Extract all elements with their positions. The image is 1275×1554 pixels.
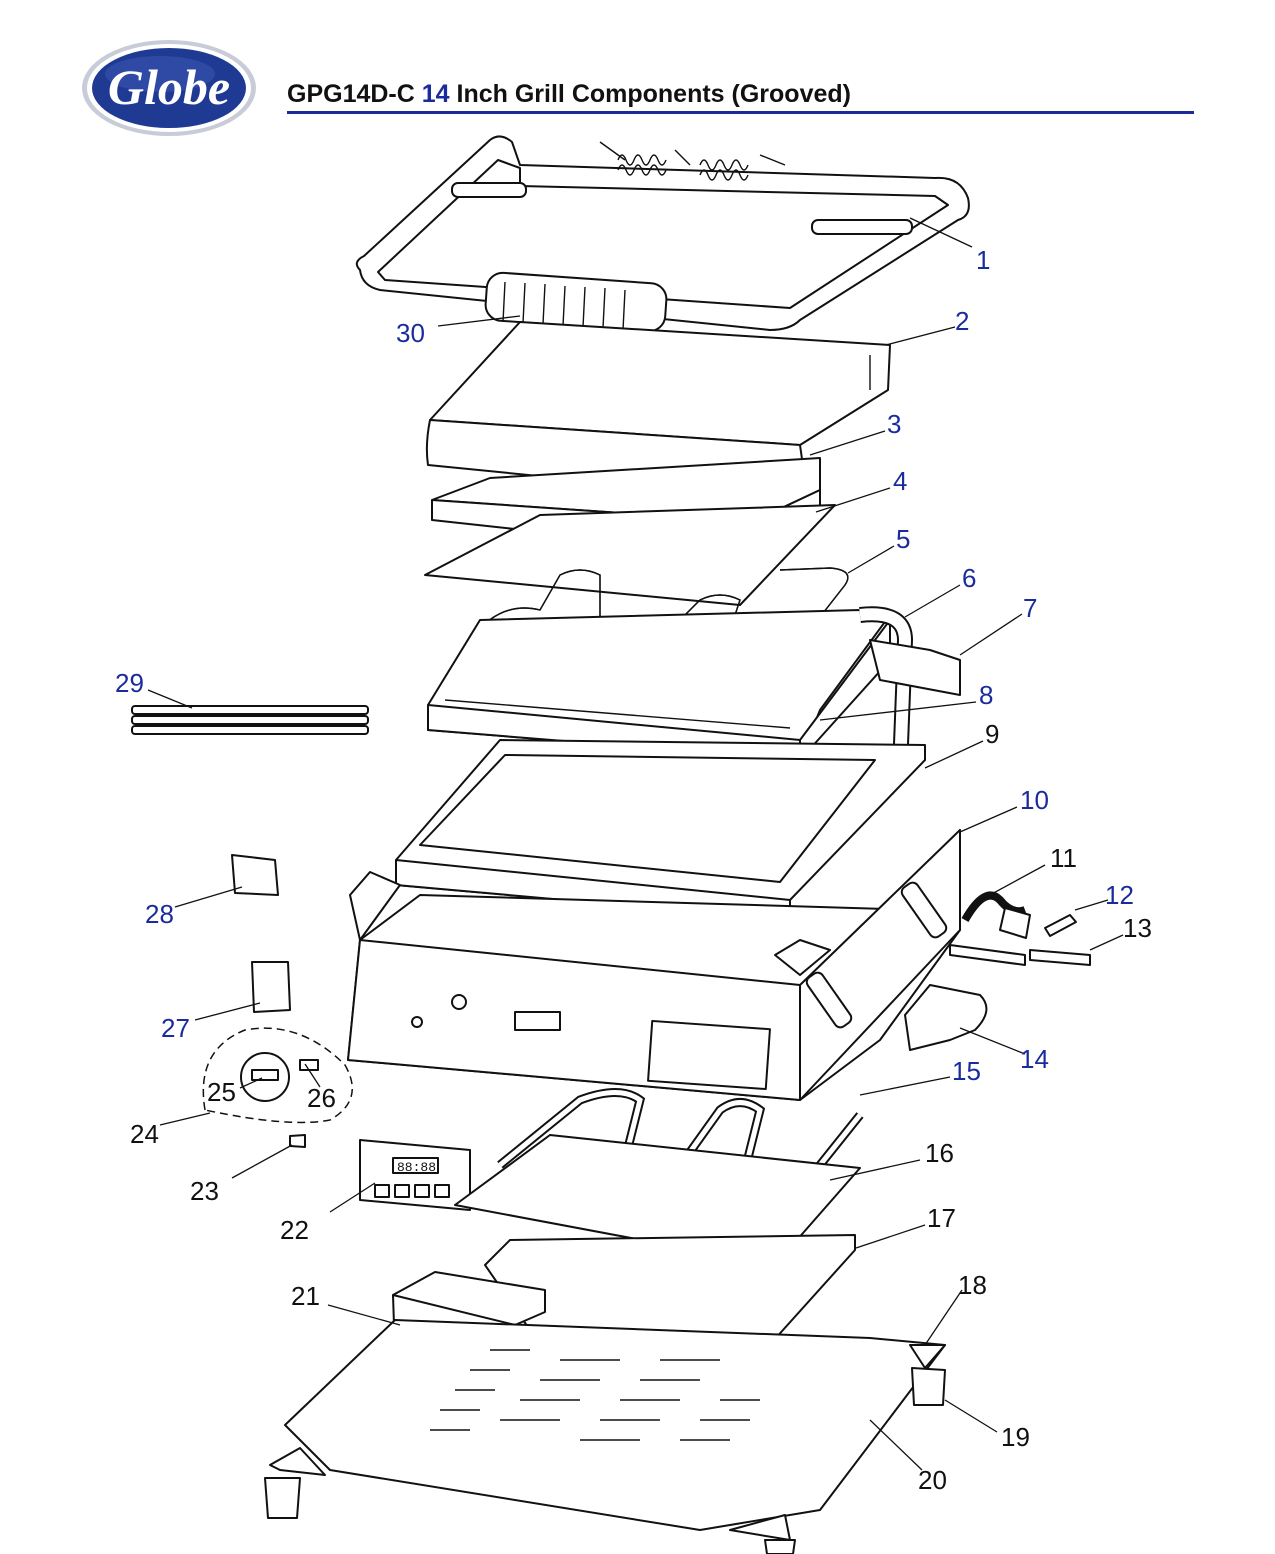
- callout-7: 7: [1023, 593, 1037, 623]
- page-title: GPG14D-C 14 Inch Grill Components (Groov…: [287, 80, 851, 108]
- callout-22: 22: [280, 1215, 309, 1245]
- timer-readout: 88:88: [397, 1160, 436, 1175]
- part-handle-grip: [484, 271, 668, 333]
- part-indicator-light: [289, 1134, 306, 1148]
- callout-25: 25: [207, 1077, 236, 1107]
- callout-26: 26: [307, 1083, 336, 1113]
- callout-4: 4: [893, 466, 907, 496]
- callout-11: 11: [1050, 843, 1077, 873]
- callout-23: 23: [190, 1176, 219, 1206]
- callout-29: 29: [115, 668, 144, 698]
- part-switch-block-27: [251, 961, 291, 1013]
- callout-labels: 1 2 3 4 5 6 7 8 9 10 11 12 13 14 15 16 1…: [115, 245, 1152, 1495]
- callout-19: 19: [1001, 1422, 1030, 1452]
- callout-24: 24: [130, 1119, 159, 1149]
- callout-27: 27: [161, 1013, 190, 1043]
- part-rear-bracket: [949, 944, 1091, 966]
- callout-20: 20: [918, 1465, 947, 1495]
- callout-5: 5: [896, 524, 910, 554]
- callout-16: 16: [925, 1138, 954, 1168]
- part-knob-assembly: [202, 1027, 353, 1124]
- part-grill-frame: [395, 739, 926, 921]
- part-switch-block-28: [231, 854, 279, 896]
- globe-logo-icon: Globe: [82, 40, 256, 136]
- callout-9: 9: [985, 719, 999, 749]
- part-main-body: [347, 829, 961, 1101]
- callout-28: 28: [145, 899, 174, 929]
- callout-3: 3: [887, 409, 901, 439]
- part-corner-bracket: [269, 1344, 946, 1541]
- callout-8: 8: [979, 680, 993, 710]
- callout-10: 10: [1020, 785, 1049, 815]
- callout-15: 15: [952, 1056, 981, 1086]
- part-leg-bracket: [904, 984, 988, 1051]
- callout-30: 30: [396, 318, 425, 348]
- hinge-springs: [599, 141, 786, 181]
- callout-6: 6: [962, 563, 976, 593]
- part-power-cord: [961, 891, 1031, 939]
- callout-1: 1: [976, 245, 990, 275]
- part-feet: [264, 1367, 946, 1554]
- page-header: Globe GPG14D-C 14 Inch Grill Components …: [0, 0, 1275, 136]
- part-strain-relief: [1044, 914, 1077, 937]
- callout-14: 14: [1020, 1044, 1049, 1074]
- part-control-board: 88:88: [359, 1139, 471, 1211]
- part-hinge-bracket: [869, 639, 961, 696]
- vent-slots: [430, 1349, 760, 1441]
- callout-17: 17: [927, 1203, 956, 1233]
- part-upper-frame: [427, 609, 891, 761]
- part-base-plate: [284, 1319, 946, 1531]
- part-rods: [131, 705, 369, 735]
- callout-21: 21: [291, 1281, 320, 1311]
- leader-lines: [147, 217, 1124, 1471]
- callout-2: 2: [955, 306, 969, 336]
- title-underline: [287, 111, 1194, 114]
- part-hinge-conduit: [859, 606, 914, 771]
- logo-wordmark: Globe: [108, 59, 230, 115]
- callout-12: 12: [1105, 880, 1134, 910]
- callout-13: 13: [1123, 913, 1152, 943]
- callout-18: 18: [958, 1270, 987, 1300]
- part-upper-plate: [424, 504, 836, 606]
